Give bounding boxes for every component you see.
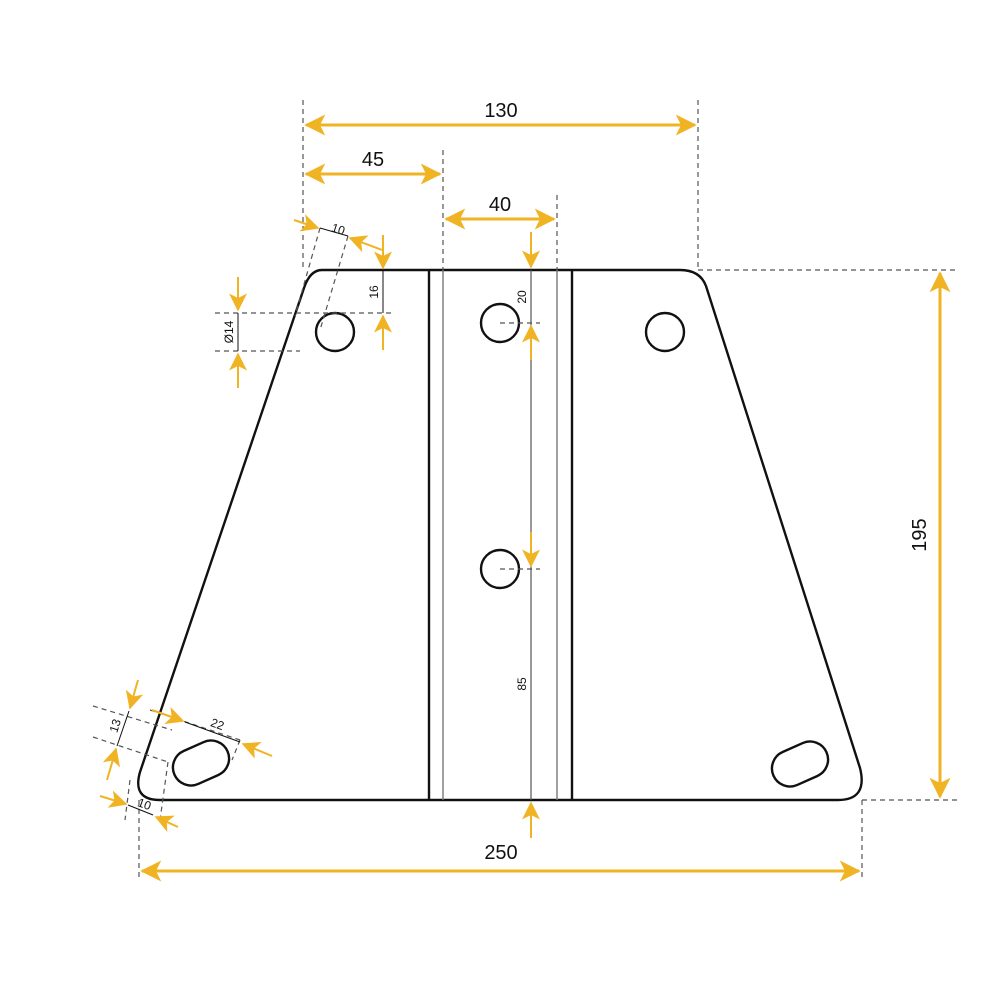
dim-22 bbox=[151, 707, 273, 759]
label-195: 195 bbox=[909, 518, 931, 551]
hole-top-left bbox=[314, 311, 356, 353]
label-diameter-14: Ø14 bbox=[222, 320, 236, 343]
label-250: 250 bbox=[484, 842, 517, 864]
plate-outline bbox=[137, 268, 863, 802]
label-45: 45 bbox=[362, 149, 384, 171]
label-13: 13 bbox=[106, 717, 124, 734]
center-channel bbox=[427, 270, 574, 800]
label-16: 16 bbox=[367, 285, 381, 299]
label-22: 22 bbox=[209, 715, 227, 733]
label-130: 130 bbox=[484, 100, 517, 122]
dim-10-bottom bbox=[99, 790, 179, 833]
slot-holes bbox=[171, 739, 830, 788]
round-holes bbox=[314, 302, 686, 590]
label-85: 85 bbox=[515, 677, 529, 691]
label-10-bottom: 10 bbox=[136, 795, 154, 813]
extension-lines bbox=[92, 100, 958, 880]
hole-top-right bbox=[644, 311, 686, 353]
dim-13 bbox=[102, 679, 144, 781]
dim-10-top bbox=[293, 214, 383, 253]
slot-bottom-left bbox=[171, 739, 231, 787]
label-40: 40 bbox=[489, 194, 511, 216]
label-20: 20 bbox=[515, 290, 529, 304]
label-10-top: 10 bbox=[330, 220, 347, 238]
slot-bottom-right bbox=[770, 740, 830, 788]
